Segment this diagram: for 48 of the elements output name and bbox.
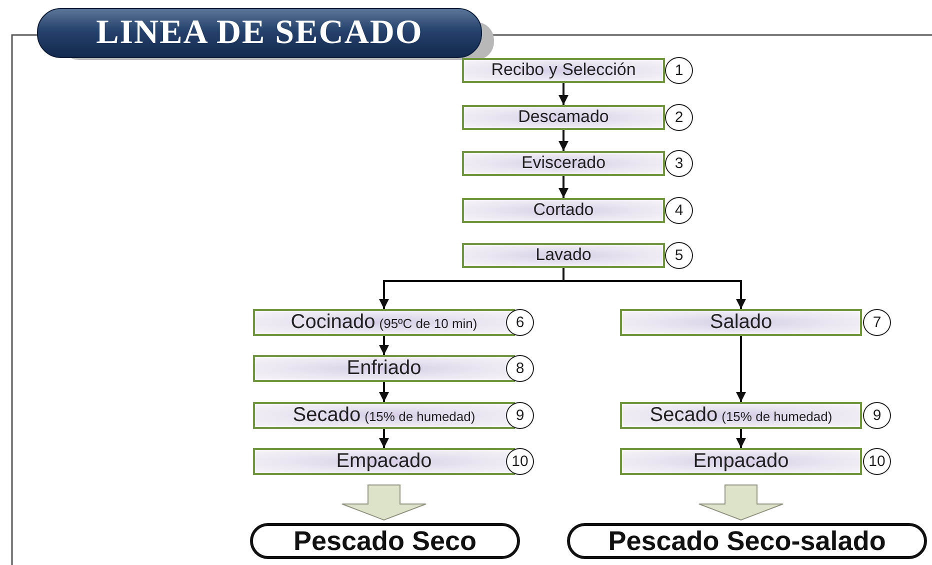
step-number: 4 bbox=[665, 197, 693, 224]
process-box bbox=[462, 105, 665, 130]
block-arrow bbox=[342, 484, 426, 521]
arrow bbox=[379, 382, 389, 402]
step-number: 9 bbox=[506, 402, 534, 429]
arrow bbox=[379, 336, 389, 355]
step-label: Empacado bbox=[693, 450, 789, 473]
arrow bbox=[379, 429, 389, 448]
arrow bbox=[736, 336, 746, 402]
process-box bbox=[620, 402, 862, 429]
step-label: Lavado bbox=[536, 245, 592, 265]
process-box bbox=[462, 151, 665, 176]
step-label: Descamado bbox=[518, 107, 609, 127]
step-number: 3 bbox=[665, 150, 693, 177]
process-box bbox=[253, 402, 515, 429]
process-box bbox=[620, 448, 862, 475]
block-arrow bbox=[698, 484, 784, 521]
step-label: Recibo y Selección bbox=[491, 60, 636, 80]
step-number: 1 bbox=[665, 57, 693, 84]
step-label: Secado bbox=[292, 404, 361, 427]
step-label: Eviscerado bbox=[521, 153, 606, 173]
step-note: (15% de humedad) bbox=[722, 409, 832, 424]
step-number: 2 bbox=[665, 104, 693, 131]
arrow bbox=[736, 429, 746, 448]
step-label: Cocinado bbox=[290, 311, 376, 334]
step-note: (15% de humedad) bbox=[364, 409, 476, 424]
process-box bbox=[253, 309, 515, 336]
process-box bbox=[253, 355, 515, 382]
step-number: 10 bbox=[863, 448, 891, 475]
step-number: 7 bbox=[863, 309, 891, 336]
step-note: (95ºC de 10 min) bbox=[379, 316, 478, 331]
step-label: Salado bbox=[710, 311, 772, 334]
process-box bbox=[462, 243, 665, 268]
step-label: Secado bbox=[650, 404, 718, 427]
arrow bbox=[558, 130, 568, 151]
step-number: 10 bbox=[506, 448, 534, 475]
step-number: 5 bbox=[665, 242, 693, 269]
step-number: 9 bbox=[863, 402, 891, 429]
step-label: Cortado bbox=[533, 200, 594, 220]
process-box bbox=[462, 198, 665, 223]
step-label: Empacado bbox=[336, 450, 432, 473]
step-number: 8 bbox=[506, 355, 534, 382]
step-label: Enfriado bbox=[346, 357, 422, 380]
process-box bbox=[620, 309, 862, 336]
arrow bbox=[558, 176, 568, 198]
step-number: 6 bbox=[506, 309, 534, 336]
process-box bbox=[462, 58, 665, 83]
arrow bbox=[558, 83, 568, 105]
